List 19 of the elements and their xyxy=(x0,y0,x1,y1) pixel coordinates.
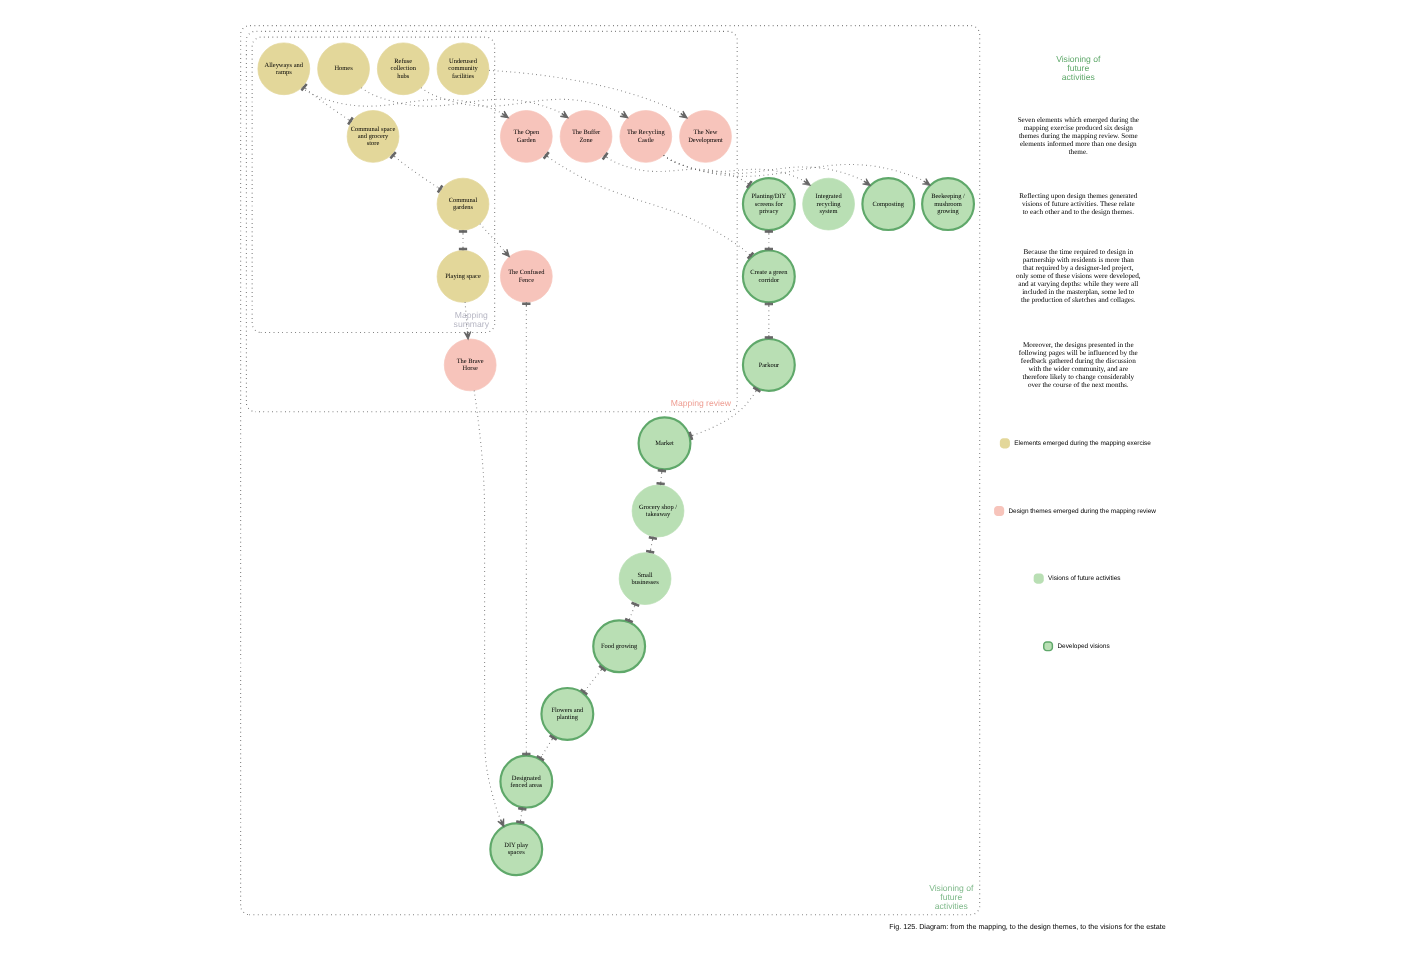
arrow xyxy=(478,223,509,258)
connector xyxy=(388,151,443,194)
connector xyxy=(687,386,761,441)
arrow xyxy=(359,87,568,119)
arrow xyxy=(662,154,810,186)
arrow xyxy=(462,301,471,340)
connector xyxy=(535,734,557,762)
connector xyxy=(515,806,526,824)
arrow xyxy=(487,69,687,119)
connector xyxy=(623,601,639,624)
arrow xyxy=(662,154,870,186)
connector xyxy=(578,664,606,696)
arrow xyxy=(472,390,504,828)
arrow xyxy=(300,87,508,119)
arrow xyxy=(419,87,628,119)
arrow xyxy=(662,154,930,186)
connector xyxy=(600,151,752,189)
connector xyxy=(299,83,353,126)
connector xyxy=(541,151,754,260)
